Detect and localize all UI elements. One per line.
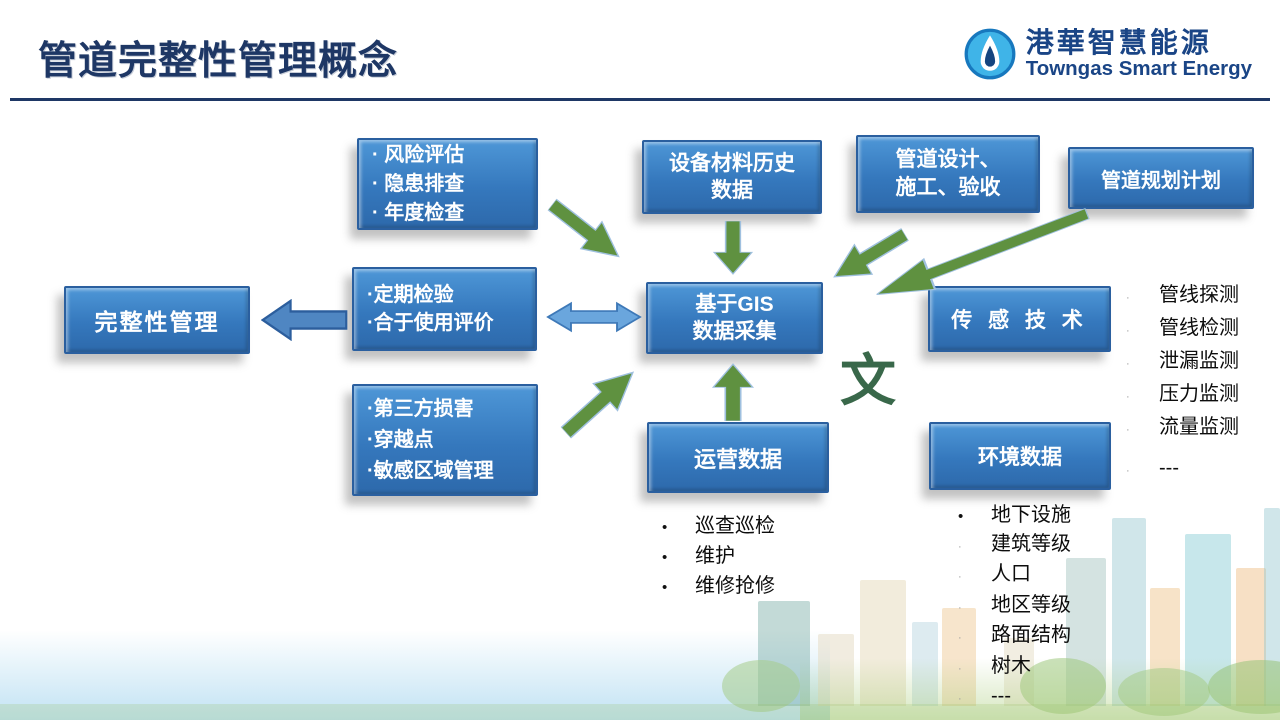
box-environment-label: 环境数据 (978, 446, 1062, 469)
arrow-equipment-to-gis (712, 221, 754, 275)
box-sensing-label: 传 感 技 术 (951, 309, 1088, 332)
logo-text-en: Towngas Smart Energy (1025, 57, 1252, 80)
arrow-double-periodic-gis (546, 300, 642, 334)
box-periodic-line: ·合于使用评价 (367, 312, 494, 334)
bullet-icon: · (1126, 292, 1130, 304)
background-grass-strip (0, 704, 1280, 720)
box-risk-line: · 隐患排查 (372, 172, 465, 195)
list-item: •巡查巡检 (662, 512, 775, 542)
box-third-party-line: ·敏感区域管理 (367, 459, 494, 482)
box-integrity-label: 完整性管理 (94, 309, 220, 335)
operation-list: •巡查巡检 •维护 •维修抢修 (662, 512, 775, 602)
box-third-party-line: ·穿越点 (367, 428, 434, 451)
bullet-icon: · (1126, 424, 1130, 436)
box-planning-label: 管道规划计划 (1101, 169, 1221, 192)
list-item: ·人口 (958, 561, 1071, 592)
bullet-icon: • (662, 519, 668, 536)
box-gis-line: 基于GIS (695, 293, 774, 316)
box-risk-line: · 风险评估 (372, 143, 465, 166)
list-item: ·--- (1126, 453, 1239, 486)
list-item: ·路面结构 (958, 622, 1071, 653)
environment-list: •地下设施 ·建筑等级 ·人口 ·地区等级 ·路面结构 ·树木 ·--- (958, 502, 1071, 714)
list-item: •维护 (662, 542, 775, 572)
bullet-icon: · (958, 632, 962, 644)
building (818, 634, 854, 706)
building (1264, 508, 1280, 706)
box-risk[interactable]: · 风险评估 · 隐患排查 · 年度检查 (357, 138, 538, 230)
list-item: ·建筑等级 (958, 531, 1071, 562)
tree (1208, 660, 1280, 714)
arrow-periodic-to-integrity (261, 299, 348, 341)
box-sensing-technology[interactable]: 传 感 技 术 (928, 286, 1111, 352)
building (1112, 518, 1146, 706)
logo-text-cn: 港華智慧能源 (1025, 27, 1212, 58)
bullet-icon: · (958, 601, 962, 614)
building (1185, 534, 1231, 706)
tree (722, 660, 800, 712)
building (1066, 558, 1106, 706)
box-integrity-management[interactable]: 完整性管理 (64, 286, 250, 354)
building (860, 580, 906, 706)
box-equipment-line: 数据 (711, 179, 753, 202)
list-item: ·管线检测 (1126, 313, 1239, 346)
box-design-construction[interactable]: 管道设计、 施工、验收 (856, 135, 1040, 213)
box-planning[interactable]: 管道规划计划 (1068, 147, 1254, 209)
box-third-party[interactable]: ·第三方损害 ·穿越点 ·敏感区域管理 (352, 384, 538, 496)
background-water-wash (0, 630, 830, 720)
box-operation-data[interactable]: 运营数据 (647, 422, 829, 493)
list-item: ·流量监测 (1126, 412, 1239, 445)
building (1236, 568, 1266, 706)
building (758, 601, 810, 706)
flame-logo-icon (964, 28, 1016, 80)
arrow-planning-to-gis (870, 197, 1094, 312)
title-divider (10, 98, 1270, 101)
page-title: 管道完整性管理概念 (38, 40, 399, 83)
bullet-icon: · (1126, 325, 1130, 337)
box-gis-line: 数据采集 (692, 320, 777, 343)
box-environment-data[interactable]: 环境数据 (929, 422, 1111, 490)
box-risk-line: · 年度检查 (372, 201, 465, 224)
bullet-icon: • (662, 579, 668, 596)
box-design-line: 管道设计、 (895, 148, 1001, 171)
list-item: ·树木 (958, 653, 1071, 684)
box-operation-label: 运营数据 (693, 446, 782, 472)
box-periodic-inspection[interactable]: ·定期检验 ·合于使用评价 (352, 267, 537, 351)
bullet-icon: · (1126, 465, 1130, 477)
arrow-design-to-gis (823, 218, 915, 294)
box-equipment-data[interactable]: 设备材料历史 数据 (642, 140, 822, 214)
box-design-line: 施工、验收 (895, 176, 1001, 199)
tree (1118, 668, 1210, 716)
list-item: ·压力监测 (1126, 379, 1239, 412)
list-item: ·--- (958, 683, 1071, 714)
company-logo: 港華智慧能源 Towngas Smart Energy (962, 26, 1252, 82)
arrow-thirdparty-to-gis (552, 356, 647, 447)
bullet-icon: · (1126, 358, 1130, 370)
list-item: •维修抢修 (662, 572, 775, 602)
bullet-icon: · (958, 540, 962, 553)
arrow-risk-to-gis (540, 190, 631, 273)
box-third-party-line: ·第三方损害 (367, 397, 474, 420)
arrow-operation-to-gis (711, 363, 755, 421)
bullet-icon: · (1126, 391, 1130, 403)
sensor-list: ·管线探测 ·管线检测 ·泄漏监测 ·压力监测 ·流量监测 ·--- (1126, 280, 1239, 486)
building (912, 622, 938, 706)
box-periodic-line: ·定期检验 (367, 284, 454, 306)
list-item: •地下设施 (958, 502, 1071, 531)
list-item: ·泄漏监测 (1126, 346, 1239, 379)
list-item: ·地区等级 (958, 592, 1071, 623)
bullet-icon: • (662, 549, 668, 566)
wen-character: 文 (840, 348, 896, 414)
list-item: ·管线探测 (1126, 280, 1239, 313)
box-gis-data-collection[interactable]: 基于GIS 数据采集 (646, 282, 823, 354)
bullet-icon: · (958, 571, 962, 583)
bullet-icon: · (958, 662, 962, 675)
bullet-icon: • (958, 508, 964, 525)
bullet-icon: · (958, 693, 962, 705)
building (1150, 588, 1180, 706)
box-equipment-line: 设备材料历史 (669, 152, 795, 175)
